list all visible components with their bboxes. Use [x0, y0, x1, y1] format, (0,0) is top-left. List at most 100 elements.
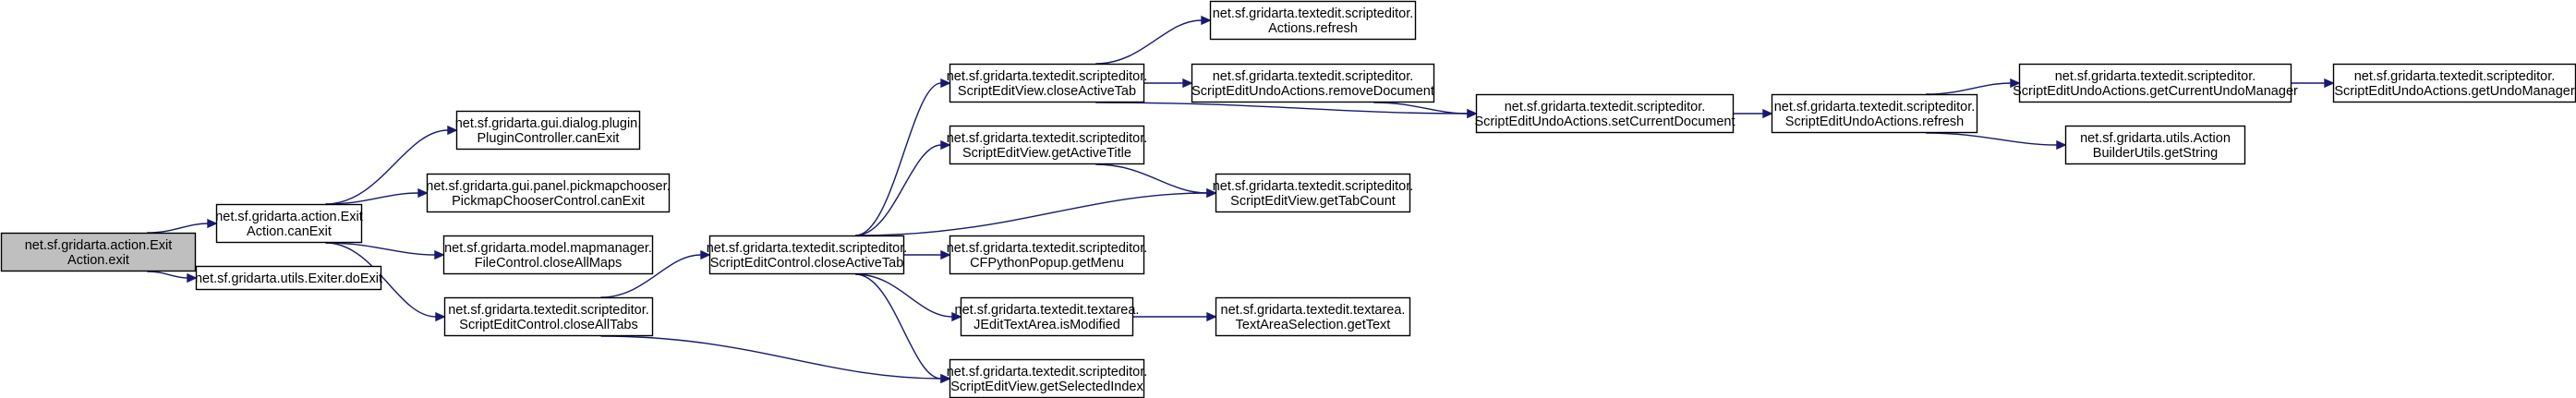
node-seua-getundomanager[interactable]: net.sf.gridarta.textedit.scripteditor.Sc… [2332, 63, 2576, 103]
node-label: FileControl.closeAllMaps [475, 256, 623, 271]
node-label: PluginController.canExit [478, 131, 620, 146]
node-seua-getcurrentundomanager[interactable]: net.sf.gridarta.textedit.scripteditor.Sc… [2013, 63, 2298, 103]
node-label: ScriptEditUndoActions.getUndoManager [2334, 84, 2575, 99]
node-sev-gettabcount[interactable]: net.sf.gridarta.textedit.scripteditor.Sc… [1213, 173, 1414, 213]
edge-seua-getcurrentundomanager-to-seua-getundomanager [2292, 78, 2335, 89]
node-label: net.sf.gridarta.textedit.scripteditor. [1213, 179, 1414, 194]
node-label: ScriptEditUndoActions.setCurrentDocument [1474, 115, 1735, 129]
edge-can-exit-to-pickmap-canexit [325, 187, 429, 205]
node-box [960, 296, 1134, 337]
node-label: ScriptEditView.closeActiveTab [958, 84, 1136, 99]
node-label: ScriptEditUndoActions.refresh [1785, 115, 1964, 129]
node-box [1209, 0, 1417, 41]
node-label: net.sf.gridarta.textedit.scripteditor. [947, 131, 1148, 146]
node-cfpp-getmenu[interactable]: net.sf.gridarta.textedit.scripteditor.CF… [947, 235, 1148, 275]
edge-sev-closeactivetab-to-seua-setcurrentdocument [1095, 102, 1478, 119]
node-box [0, 232, 197, 272]
node-exiter-doexit[interactable]: net.sf.gridarta.utils.Exiter.doExit [195, 265, 382, 291]
edge-can-exit-to-fc-closeallmaps [325, 242, 445, 260]
node-sec-closealltabs[interactable]: net.sf.gridarta.textedit.scripteditor.Sc… [443, 296, 654, 337]
edge-action-exit-to-exiter-doexit [147, 271, 198, 283]
node-label: net.sf.gridarta.textedit.textarea. [955, 303, 1140, 318]
node-label: ScriptEditControl.closeAllTabs [459, 318, 637, 332]
node-box [215, 203, 363, 244]
edge-sev-closeactivetab-to-seua-removedocument [1144, 78, 1193, 89]
node-sev-closeactivetab[interactable]: net.sf.gridarta.textedit.scripteditor.Sc… [947, 63, 1148, 103]
node-can-exit[interactable]: net.sf.gridarta.action.ExitAction.canExi… [215, 203, 363, 244]
node-label: net.sf.gridarta.action.Exit [25, 238, 173, 253]
node-box [949, 235, 1145, 275]
node-label: net.sf.gridarta.textedit.scripteditor. [1505, 100, 1706, 115]
edge-can-exit-to-plugin-canexit [325, 125, 458, 205]
node-box [442, 235, 654, 275]
node-label: net.sf.gridarta.textedit.scripteditor. [1213, 6, 1414, 21]
node-label: TextAreaSelection.getText [1236, 318, 1391, 332]
node-box [1191, 63, 1435, 103]
node-label: net.sf.gridarta.textedit.scripteditor. [947, 241, 1148, 256]
node-label: Action.canExit [247, 224, 332, 239]
node-box [195, 265, 382, 291]
node-box [426, 173, 671, 213]
node-box [949, 63, 1145, 103]
node-box [1215, 173, 1411, 213]
node-actions-refresh[interactable]: net.sf.gridarta.textedit.scripteditor.Ac… [1209, 0, 1417, 41]
node-label: ScriptEditUndoActions.getCurrentUndoMana… [2013, 84, 2298, 99]
node-jeta-ismodified[interactable]: net.sf.gridarta.textedit.textarea.JEditT… [955, 296, 1140, 337]
node-label: net.sf.gridarta.textedit.scripteditor. [1774, 100, 1976, 115]
edge-sec-closealltabs-to-sev-getselectedindex [600, 335, 951, 384]
node-label: net.sf.gridarta.action.Exit [215, 210, 363, 224]
edge-jeta-ismodified-to-tas-gettext [1133, 311, 1217, 322]
node-box [2332, 63, 2576, 103]
node-box [2018, 63, 2292, 103]
edge-seua-removedocument-to-seua-setcurrentdocument [1373, 102, 1478, 119]
edge-can-exit-to-sec-closealltabs [325, 242, 446, 322]
edge-sev-getactivetitle-to-sev-gettabcount [1095, 163, 1217, 199]
node-sec-closeactivetab[interactable]: net.sf.gridarta.textedit.scripteditor.Sc… [707, 235, 908, 275]
edge-sev-closeactivetab-to-actions-refresh [1095, 15, 1212, 65]
node-label: net.sf.gridarta.gui.dialog.plugin. [455, 116, 642, 131]
node-seua-removedocument[interactable]: net.sf.gridarta.textedit.scripteditor.Sc… [1191, 63, 1435, 103]
node-label: Action.exit [67, 253, 129, 268]
node-label: net.sf.gridarta.model.mapmanager. [444, 241, 652, 256]
node-box [1475, 93, 1735, 134]
edge-action-exit-to-can-exit [147, 218, 218, 234]
edge-sec-closeactivetab-to-sev-gettabcount [855, 187, 1217, 236]
edge-seua-setcurrentdocument-to-seua-refresh [1733, 108, 1773, 119]
edge-sec-closeactivetab-to-sev-getactivetitle [855, 139, 951, 236]
node-pickmap-canexit[interactable]: net.sf.gridarta.gui.panel.pickmapchooser… [426, 173, 671, 213]
node-tas-gettext[interactable]: net.sf.gridarta.textedit.textarea.TextAr… [1215, 296, 1411, 337]
node-label: ScriptEditView.getTabCount [1230, 194, 1396, 209]
node-plugin-canexit[interactable]: net.sf.gridarta.gui.dialog.plugin.Plugin… [455, 110, 642, 151]
node-abu-getstring[interactable]: net.sf.gridarta.utils.ActionBuilderUtils… [2064, 125, 2246, 165]
node-box [455, 110, 641, 151]
node-label: net.sf.gridarta.textedit.scripteditor. [707, 241, 908, 256]
node-label: CFPythonPopup.getMenu [970, 256, 1124, 271]
node-label: net.sf.gridarta.textedit.scripteditor. [1213, 69, 1414, 84]
node-box [949, 358, 1145, 398]
node-label: ScriptEditUndoActions.removeDocument [1191, 84, 1434, 99]
node-label: net.sf.gridarta.utils.Action [2080, 131, 2231, 146]
node-sev-getselectedindex[interactable]: net.sf.gridarta.textedit.scripteditor.Sc… [947, 358, 1148, 398]
node-label: net.sf.gridarta.utils.Exiter.doExit [195, 271, 382, 286]
node-box [2064, 125, 2246, 165]
node-label: ScriptEditControl.closeActiveTab [710, 256, 904, 271]
node-label: net.sf.gridarta.textedit.scripteditor. [947, 69, 1148, 84]
node-label: ScriptEditView.getActiveTitle [962, 146, 1131, 161]
node-fc-closeallmaps[interactable]: net.sf.gridarta.model.mapmanager.FileCon… [442, 235, 654, 275]
node-label: net.sf.gridarta.textedit.scripteditor. [2055, 69, 2256, 84]
node-label: JEditTextArea.isModified [974, 318, 1120, 332]
node-sev-getactivetitle[interactable]: net.sf.gridarta.textedit.scripteditor.Sc… [947, 125, 1148, 165]
node-label: PickmapChooserControl.canExit [452, 194, 645, 209]
node-label: net.sf.gridarta.textedit.scripteditor. [947, 365, 1148, 380]
node-seua-setcurrentdocument[interactable]: net.sf.gridarta.textedit.scripteditor.Sc… [1474, 93, 1735, 134]
node-box [1215, 296, 1411, 337]
edge-sec-closeactivetab-to-cfpp-getmenu [904, 249, 951, 260]
node-seua-refresh[interactable]: net.sf.gridarta.textedit.scripteditor.Sc… [1771, 93, 1978, 134]
edge-layer [147, 15, 2335, 384]
edge-sec-closeactivetab-to-sev-closeactivetab [855, 78, 951, 236]
node-box [949, 125, 1145, 165]
node-label: Actions.refresh [1268, 21, 1358, 36]
